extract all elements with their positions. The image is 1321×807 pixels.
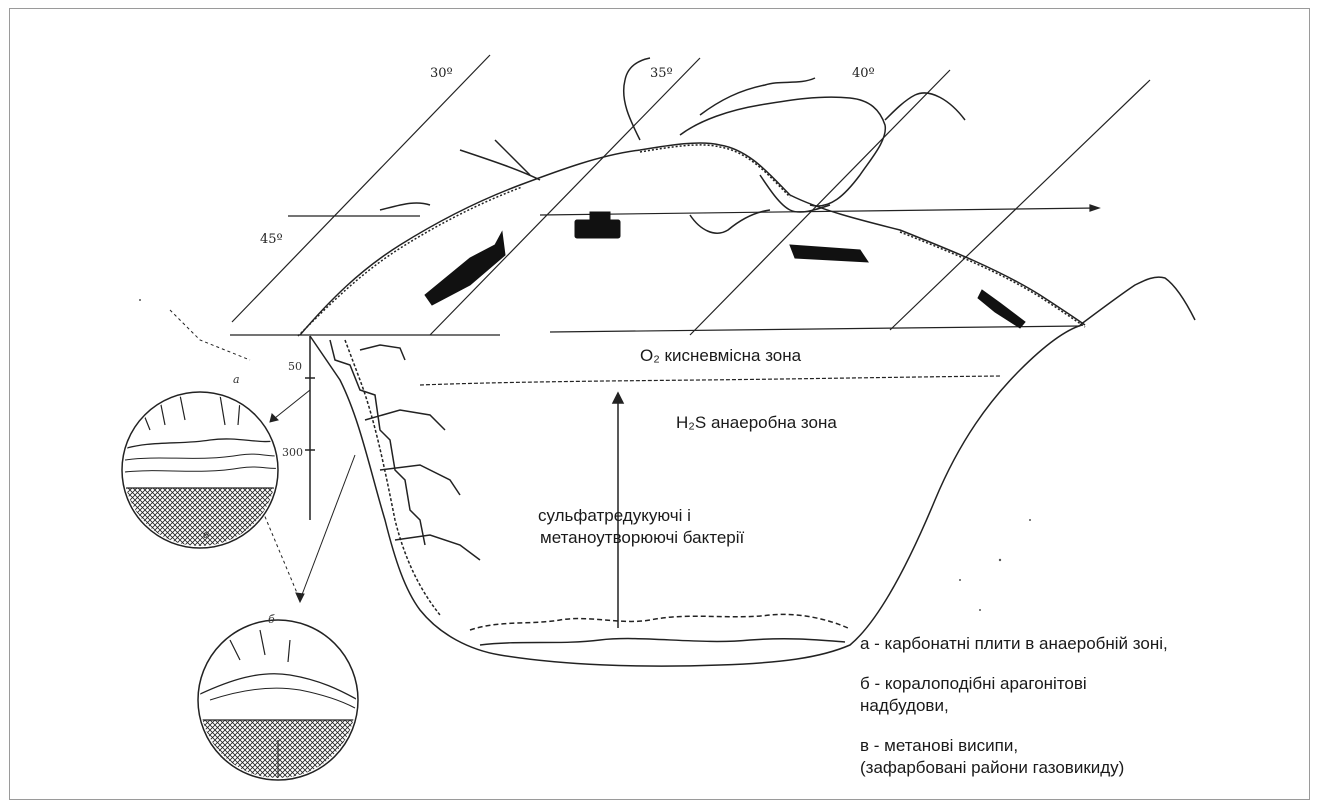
inset-letter-v: в xyxy=(203,528,209,541)
legend-item-v-line1: в - метанові висипи, xyxy=(860,735,1018,757)
inset-circle-a xyxy=(120,390,280,548)
depth-label-50: 50 xyxy=(288,360,302,373)
inset-circle-b xyxy=(198,620,358,790)
zone-lines xyxy=(420,376,1000,385)
legend-item-v-line2: (зафарбовані райони газовикиду) xyxy=(860,757,1124,779)
latitude-lines xyxy=(230,205,1099,335)
depth-label-300: 300 xyxy=(282,446,303,459)
degree-label-30: 30º xyxy=(430,66,453,81)
degree-label-45: 45º xyxy=(260,232,283,247)
anoxic-zone-label: H₂S анаеробна зона xyxy=(676,412,837,434)
legend-item-b-line2: надбудови, xyxy=(860,695,949,717)
basin-section xyxy=(305,325,1082,666)
bacteria-label-line2: метаноутворюючі бактерії xyxy=(540,527,744,549)
degree-label-35: 35º xyxy=(650,66,673,81)
gas-seep-bands xyxy=(425,212,1025,328)
legend-item-a: а - карбонатні плити в анаеробній зоні, xyxy=(860,633,1168,655)
legend-item-b-line1: б - коралоподібні арагонітові xyxy=(860,673,1087,695)
meridian-lines xyxy=(232,55,1150,335)
bacteria-label-line1: сульфатредукуючі і xyxy=(538,505,691,527)
inset-letter-b: б xyxy=(268,613,275,626)
degree-label-40: 40º xyxy=(852,66,875,81)
inset-letter-a: а xyxy=(233,373,240,386)
oxic-zone-label: O₂ кисневмісна зона xyxy=(640,345,801,367)
